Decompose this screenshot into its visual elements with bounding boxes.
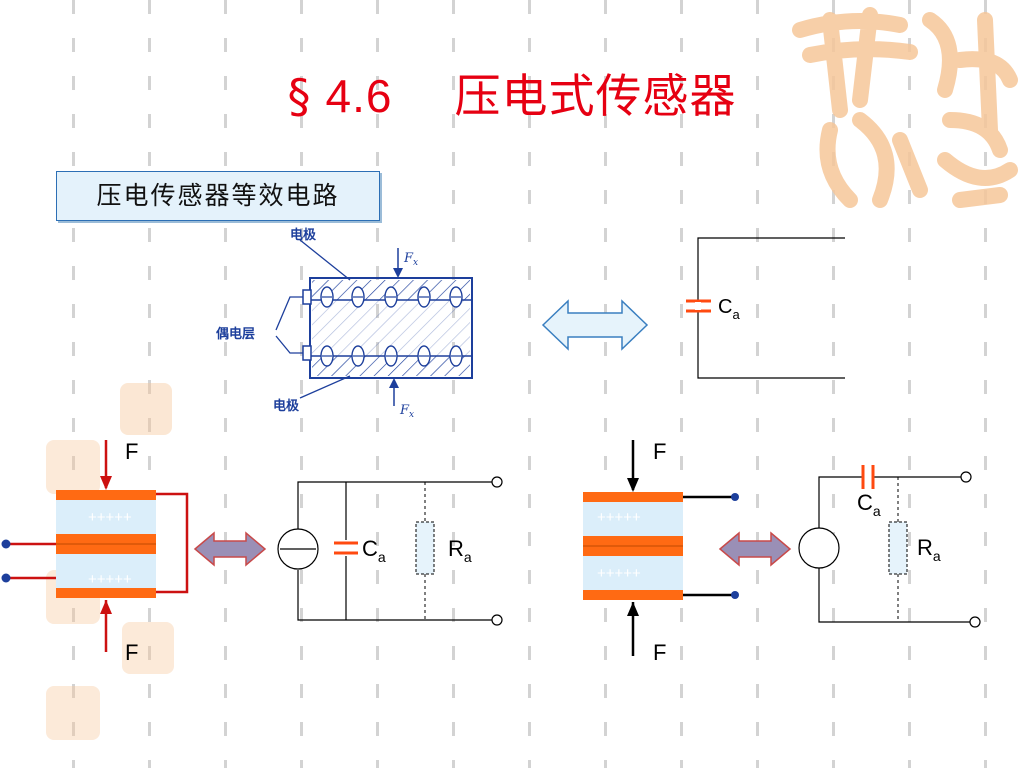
equivalence-arrow-top [541,299,649,351]
capacitor-label-top: Ca [718,296,740,322]
equivalent-circuit-left [277,476,503,626]
resistor-label-right: Ra [917,535,941,564]
charges-right-bottom: +++++ [597,565,641,582]
force-right-top: F [653,439,666,464]
subtitle-box: 压电传感器等效电路 [56,171,380,221]
force-left-top: F [125,439,138,464]
section-number: 4.6 [325,70,393,122]
crystal-block-right [583,440,739,656]
resistor-label-left: Ra [448,536,472,565]
force-bottom-label: Fx [399,403,414,420]
dipole-layer-label: 偶电层 [216,326,255,342]
equivalence-arrow-left [193,531,267,567]
charges-right-top: +++++ [597,509,641,526]
electrode-bottom-label: 电极 [273,398,300,414]
electrode-top-label: 电极 [290,227,317,243]
title-text: 压电式传感器 [454,69,737,123]
capacitor-label-right: Ca [857,490,881,519]
charges-left-bottom: +++++ [88,571,132,588]
equivalent-circuit-right [798,465,981,628]
seal-logo [792,7,1018,208]
crystal-cross-section [275,239,473,406]
slide-title: §4.6 压电式传感器 [0,60,1024,126]
equivalence-arrow-right [718,531,792,567]
charges-left-top: +++++ [88,509,132,526]
section-mark: § [287,69,312,123]
crystal-block-left [1,440,189,652]
capacitor-circuit-top [686,237,845,379]
force-right-bottom: F [653,640,666,665]
force-left-bottom: F [125,640,138,665]
force-top-label: Fx [403,251,418,268]
capacitor-label-left: Ca [362,536,386,565]
